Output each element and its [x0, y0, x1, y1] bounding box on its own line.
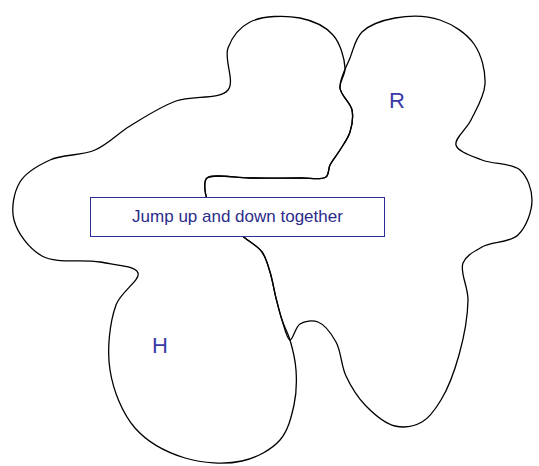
box-text: Jump up and down together	[132, 207, 343, 227]
region-letter: H	[152, 333, 168, 358]
label-holder: H	[152, 333, 168, 359]
label-holder: R	[389, 88, 405, 114]
region-letter: R	[389, 88, 405, 113]
text-box: Jump up and down together	[90, 197, 385, 237]
blob-outline-path	[13, 16, 353, 463]
